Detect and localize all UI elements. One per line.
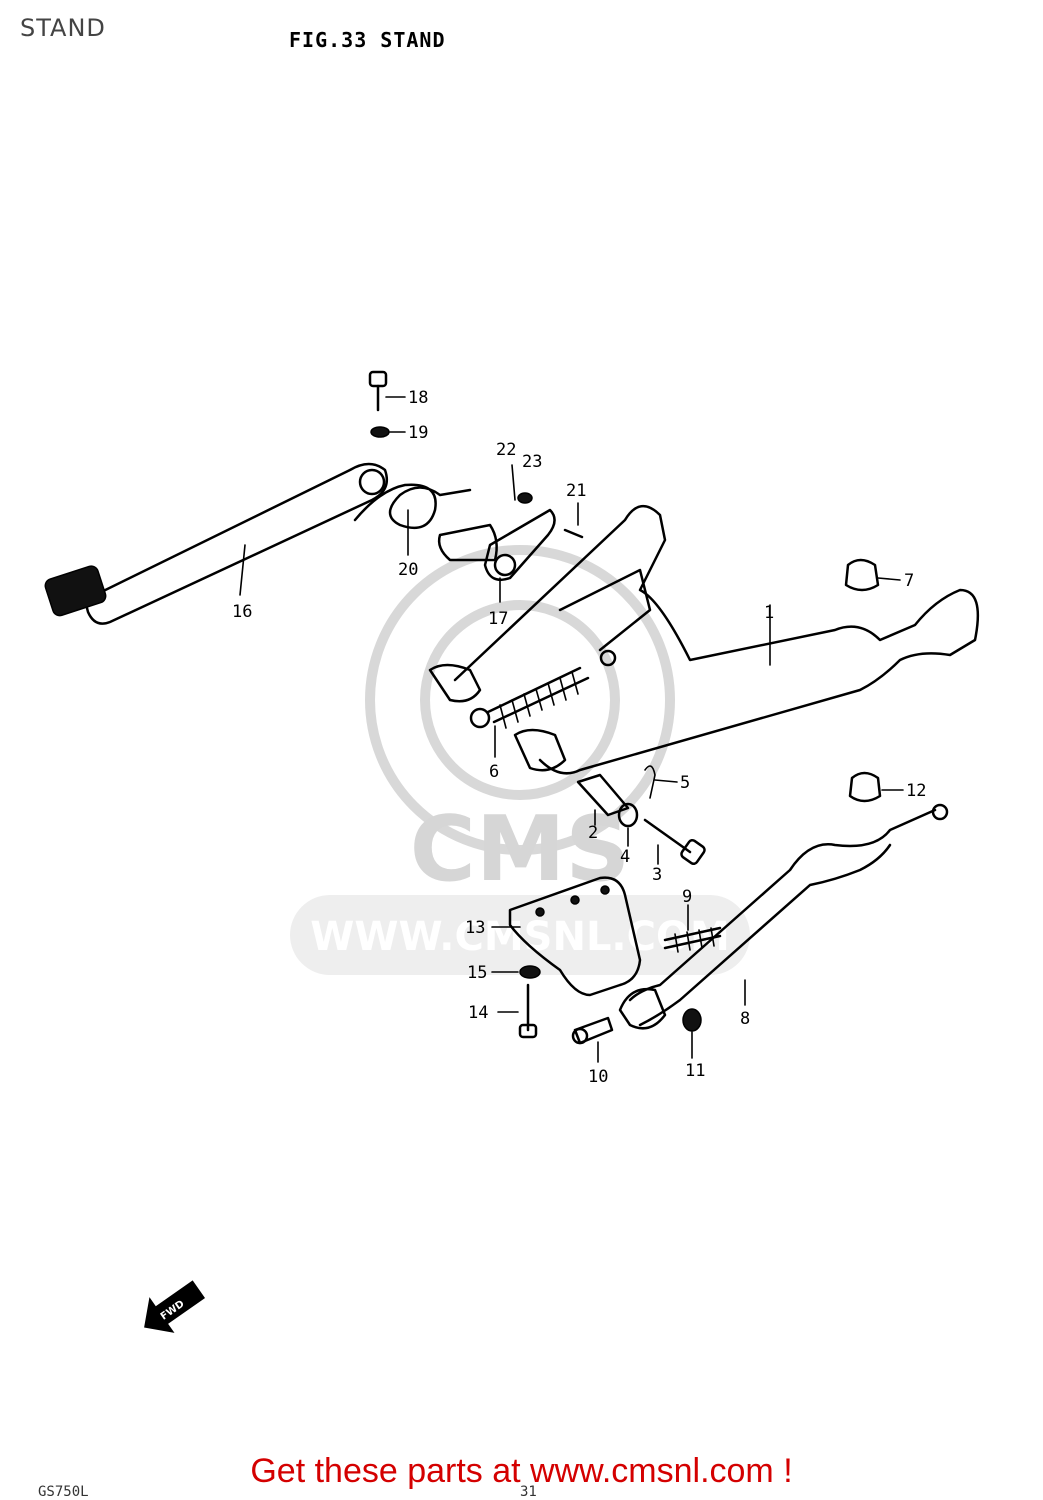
bolt-10 — [571, 1016, 614, 1045]
callout-4: 4 — [620, 847, 630, 867]
cap-12 — [848, 771, 882, 803]
bracket-13 — [508, 876, 642, 997]
callout-3: 3 — [652, 865, 662, 885]
callout-5: 5 — [680, 773, 690, 793]
return-spring-20 — [353, 483, 472, 530]
watermark-brand: CMS — [410, 797, 630, 902]
footer-cta-link[interactable]: Get these parts at www.cmsnl.com ! — [250, 1452, 793, 1490]
cap-7 — [844, 558, 880, 592]
model-code: GS750L — [38, 1484, 89, 1500]
callout-labels: 18 19 22 23 21 20 16 17 1 7 6 5 12 2 4 3… — [232, 388, 926, 1087]
figure-title: FIG.33 STAND — [289, 28, 446, 52]
bolt-21 — [563, 528, 584, 539]
page-number: 31 — [520, 1484, 537, 1500]
callout-17: 17 — [488, 609, 508, 629]
pivot-shaft-17 — [437, 508, 556, 582]
washer-23 — [517, 492, 533, 504]
nut-11 — [682, 1008, 702, 1032]
brake-pedal-16 — [44, 462, 389, 625]
callout-16: 16 — [232, 602, 252, 622]
callout-13: 13 — [465, 918, 485, 938]
washer-15 — [519, 965, 541, 979]
bolt-3 — [643, 818, 706, 866]
fwd-arrow-icon: FWD — [144, 1280, 205, 1333]
callout-22: 22 — [496, 440, 516, 460]
callout-12: 12 — [906, 781, 926, 801]
callout-10: 10 — [588, 1067, 608, 1087]
watermark-logo: CMS WWW.CMSNL.COM — [290, 545, 750, 975]
callout-23: 23 — [522, 452, 542, 472]
callout-7: 7 — [904, 571, 914, 591]
callout-18: 18 — [408, 388, 428, 408]
main-stand-1 — [428, 505, 980, 775]
washer-19 — [370, 426, 390, 438]
side-stand-8 — [618, 803, 949, 1030]
callout-19: 19 — [408, 423, 428, 443]
callout-1: 1 — [764, 603, 774, 623]
stand-spring-6 — [469, 666, 590, 729]
washer-4 — [617, 802, 639, 828]
callout-20: 20 — [398, 560, 418, 580]
callout-11: 11 — [685, 1061, 705, 1081]
callout-6: 6 — [489, 762, 499, 782]
callout-8: 8 — [740, 1009, 750, 1029]
callout-15: 15 — [467, 963, 487, 983]
cotter-pin-5 — [644, 765, 656, 799]
pin-2 — [576, 773, 630, 817]
callout-2: 2 — [588, 823, 598, 843]
callout-21: 21 — [566, 481, 586, 501]
callout-9: 9 — [682, 887, 692, 907]
leader-lines — [239, 396, 904, 1063]
bolt-18 — [368, 370, 388, 412]
callout-14: 14 — [468, 1003, 488, 1023]
bolt-14 — [518, 983, 538, 1039]
page-label: STAND — [20, 14, 106, 42]
pin-22 — [511, 464, 516, 501]
side-spring-9 — [663, 926, 722, 953]
